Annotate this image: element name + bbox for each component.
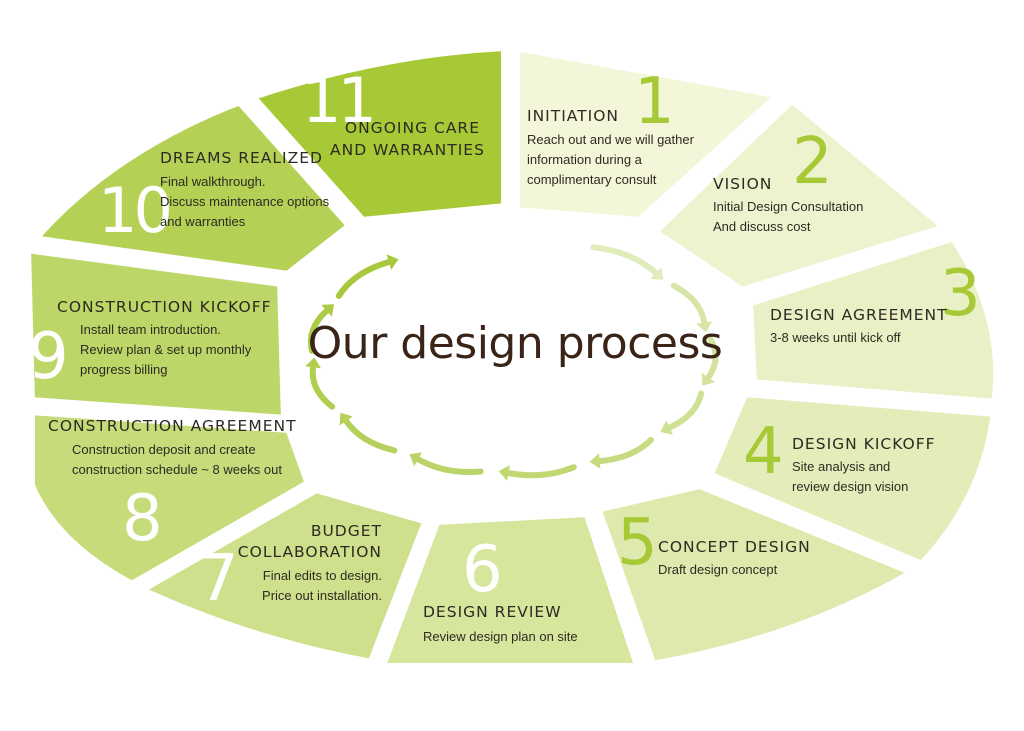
step-4-heading: DESIGN KICKOFF <box>792 435 936 453</box>
step-2-description-line-2: And discuss cost <box>713 219 811 234</box>
flow-arrow <box>409 452 484 475</box>
step-9-description-line-2: Review plan & set up monthly <box>80 342 252 357</box>
step-6-number: 6 <box>462 533 503 607</box>
step-10-description-line-3: and warranties <box>160 214 246 229</box>
ring-segment-9 <box>21 243 291 425</box>
step-3-number: 3 <box>940 257 981 331</box>
step-1-heading: INITIATION <box>527 107 620 125</box>
flow-arrow <box>498 464 577 481</box>
step-9-description-line-1: Install team introduction. <box>80 322 221 337</box>
step-10-heading: DREAMS REALIZED <box>160 149 323 167</box>
step-7-heading-line-2: COLLABORATION <box>237 543 382 561</box>
step-3-heading: DESIGN AGREEMENT <box>770 306 948 324</box>
step-5-heading: CONCEPT DESIGN <box>658 538 811 556</box>
ring-segment-6 <box>375 507 645 673</box>
step-9-heading: CONSTRUCTION KICKOFF <box>57 298 272 316</box>
step-11-heading-line-1: ONGOING CARE <box>344 119 480 137</box>
center-ellipse <box>284 220 740 490</box>
ring-segment-4 <box>703 387 1001 571</box>
step-2-number: 2 <box>792 125 833 199</box>
flow-arrow <box>589 436 654 469</box>
flow-arrow <box>305 357 336 410</box>
step-7-description-line-1: Final edits to design. <box>262 568 382 583</box>
step-1-description-line-3: complimentary consult <box>527 172 657 187</box>
step-9-number: 9 <box>28 320 69 394</box>
step-10-description-line-2: Discuss maintenance options <box>160 194 330 209</box>
step-2-description-line-1: Initial Design Consultation <box>713 199 864 214</box>
step-8-description-line-2: construction schedule ~ 8 weeks out <box>72 462 282 477</box>
flow-arrow <box>660 390 705 435</box>
flow-arrow <box>307 304 334 354</box>
step-8-description-line-1: Construction deposit and create <box>72 442 256 457</box>
step-11-number: 11 <box>302 64 377 137</box>
step-4-number: 4 <box>743 415 784 489</box>
step-10-description-line-1: Final walkthrough. <box>160 174 266 189</box>
flow-arrow <box>339 412 398 454</box>
ring-segment-1 <box>510 41 787 227</box>
step-4-description-line-2: review design vision <box>792 479 909 494</box>
step-7-heading-line-1: BUDGET <box>310 522 382 540</box>
ring-segment-11 <box>245 41 511 227</box>
step-7-number: 7 <box>198 542 239 616</box>
flow-arrow <box>670 282 713 333</box>
step-2-heading: VISION <box>713 175 773 193</box>
step-5-number: 5 <box>617 506 658 580</box>
step-6-description-line-1: Review design plan on site <box>423 629 578 644</box>
ring-segment-7 <box>133 483 433 669</box>
ring-segment-5 <box>591 479 921 671</box>
step-6-heading: DESIGN REVIEW <box>423 603 562 621</box>
step-3-description-line-1: 3-8 weeks until kick off <box>770 330 901 345</box>
ring-segment-8 <box>25 405 315 591</box>
step-10-number: 10 <box>98 174 173 247</box>
step-1-description-line-2: information during a <box>527 152 642 167</box>
flow-arrow <box>590 244 664 280</box>
diagram-title: Our design process <box>307 318 723 369</box>
step-11-heading-line-2: AND WARRANTIES <box>330 141 485 159</box>
flow-arrow <box>701 335 719 386</box>
step-1-description-line-1: Reach out and we will gather <box>527 132 694 147</box>
step-5-description-line-1: Draft design concept <box>658 562 778 577</box>
ring-segment-10 <box>27 95 357 281</box>
step-8-heading: CONSTRUCTION AGREEMENT <box>48 417 297 435</box>
step-1-number: 1 <box>634 65 675 139</box>
step-4-description-line-1: Site analysis and <box>792 459 891 474</box>
flow-arrow <box>335 254 399 299</box>
step-7-description-line-2: Price out installation. <box>262 588 382 603</box>
ring-segment-2 <box>647 93 953 297</box>
ring-segment-3 <box>743 231 1004 409</box>
step-9-description-line-3: progress billing <box>80 362 168 377</box>
step-8-number: 8 <box>122 482 163 556</box>
